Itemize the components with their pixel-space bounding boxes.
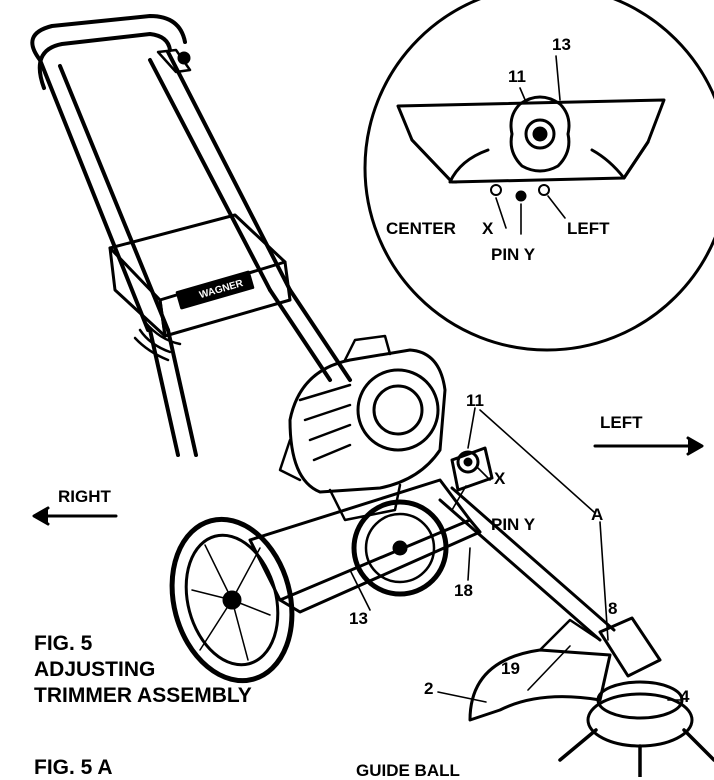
inset-label-x: X [482, 219, 494, 238]
callout-4: 4 [680, 687, 690, 706]
handle-grip [156, 48, 192, 74]
inset-label-center: CENTER [386, 219, 456, 238]
trimmer-shaft [438, 486, 616, 642]
inset-label-13: 13 [552, 35, 571, 54]
adjust-knob [456, 450, 480, 474]
control-box [108, 213, 292, 338]
inset-pin-y [515, 190, 527, 202]
left-wheel [169, 516, 295, 684]
callout-a: A [591, 505, 604, 524]
right-arrow [32, 506, 118, 526]
inset-circle [363, 0, 714, 352]
callout-8: 8 [608, 599, 618, 618]
figure-caption-line-3: TRIMMER ASSEMBLY [34, 684, 252, 707]
inset-leaders [495, 55, 566, 235]
callout-leaders [349, 407, 681, 703]
inset-hole-left [538, 184, 550, 196]
figure-caption-line-2: ADJUSTING [34, 658, 156, 681]
callout-2: 2 [424, 679, 434, 698]
trimmer-guard [468, 648, 612, 722]
inset-label-pin-y: PIN Y [491, 245, 536, 264]
shaft-clamp [450, 446, 494, 492]
inset-knob [509, 95, 571, 173]
right-direction-label: RIGHT [58, 487, 111, 506]
frame-plate-lower [278, 518, 482, 614]
callout-13: 13 [349, 609, 368, 628]
cable-bundle [133, 320, 182, 362]
callout-18: 18 [454, 581, 473, 600]
handle-latch [177, 51, 191, 65]
engine [278, 334, 447, 522]
inset-bracket [396, 98, 666, 184]
inset-label-11: 11 [508, 67, 526, 86]
trimmer-head [558, 616, 714, 777]
frame-plate [248, 478, 472, 602]
next-figure-caption: FIG. 5 A [34, 756, 113, 779]
inset-label-left: LEFT [567, 219, 610, 238]
guard-bracket [538, 618, 602, 652]
handle-bar [30, 14, 352, 457]
right-wheel [351, 499, 449, 597]
callout-x: X [494, 469, 506, 488]
guide-ball-label: GUIDE BALL [356, 761, 460, 780]
left-arrow [593, 436, 704, 456]
callout-19: 19 [501, 659, 520, 678]
inset-hole-center [490, 184, 502, 196]
callout-11: 11 [466, 391, 484, 410]
figure-caption-line-1: FIG. 5 [34, 632, 93, 655]
callout-pin-y: PIN Y [491, 515, 536, 534]
left-direction-label: LEFT [600, 413, 643, 432]
